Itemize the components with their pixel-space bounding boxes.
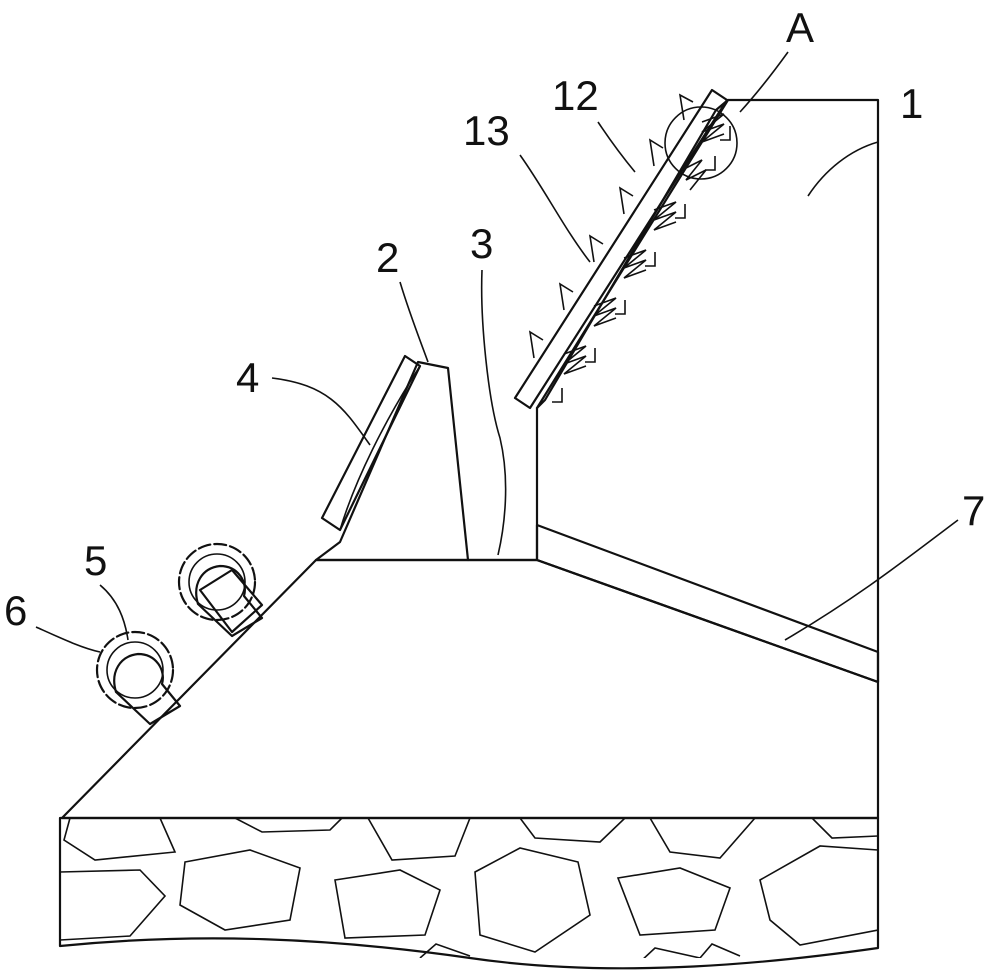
label-4: 4: [236, 354, 259, 401]
spring-panel-assembly: [513, 88, 731, 410]
detail-circle-a: [664, 106, 738, 180]
drain-channel-7: [535, 523, 880, 684]
lower-embankment: [60, 558, 880, 820]
nozzle-upper: [177, 542, 264, 638]
nozzle-lower-5: [95, 630, 182, 726]
foundation-layer: [58, 816, 880, 970]
label-2: 2: [376, 234, 399, 281]
label-13: 13: [463, 107, 510, 154]
leader-lines: [35, 51, 959, 653]
dam-body-1: [535, 98, 880, 684]
label-12: 12: [552, 72, 599, 119]
plate-4: [320, 354, 422, 532]
label-1: 1: [900, 80, 923, 127]
label-a: A: [786, 4, 814, 51]
label-5: 5: [84, 537, 107, 584]
label-3: 3: [470, 220, 493, 267]
wedge-block-2: [314, 360, 470, 562]
label-6: 6: [4, 587, 27, 634]
label-7: 7: [962, 487, 985, 534]
